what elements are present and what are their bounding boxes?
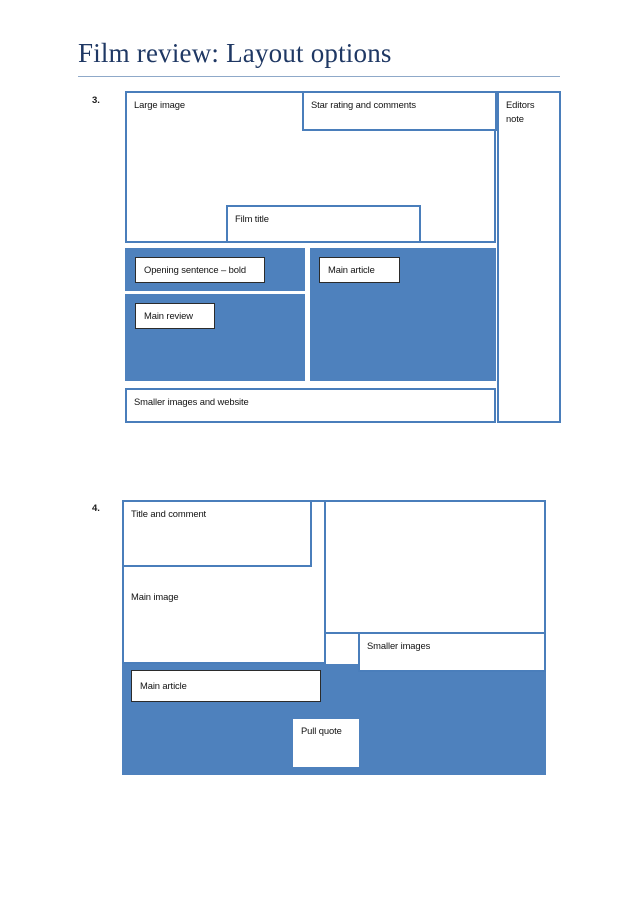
plate-main-article[interactable]: Main article [319,257,400,283]
plate-opening-sentence-bold-label: Opening sentence – bold [144,264,246,275]
plate-main-review-label: Main review [144,310,193,321]
layout-option-3: 3. Editors note Large image Star rating … [0,0,638,440]
box-opening-sentence-region[interactable]: Opening sentence – bold [125,248,305,291]
plate-main-article-label: Main article [328,264,375,275]
plate-main-article[interactable]: Main article [131,670,321,702]
layout-4-number: 4. [92,503,100,514]
plate-main-review[interactable]: Main review [135,303,215,329]
page-title: Film review: Layout options [78,38,392,68]
box-film-title-label: Film title [235,213,269,224]
layout-3-number: 3. [92,95,100,106]
box-smaller-images-and-website[interactable]: Smaller images and website [125,388,496,423]
box-star-rating-and-comments-label: Star rating and comments [311,99,416,110]
box-main-article-region[interactable]: Main article Pull quote [122,664,546,775]
box-star-rating-and-comments[interactable]: Star rating and comments [302,91,497,131]
box-title-and-comment-label: Title and comment [131,508,207,519]
box-main-image-label: Main image [131,591,179,602]
box-title-and-comment[interactable]: Title and comment [122,500,312,567]
box-film-title[interactable]: Film title [226,205,421,243]
box-editors-note[interactable]: Editors note [497,91,561,423]
box-editors-note-label: Editors note [506,99,535,124]
title-divider [78,76,560,77]
plate-opening-sentence-bold[interactable]: Opening sentence – bold [135,257,265,283]
box-smaller-images-label: Smaller images [367,640,431,651]
plate-main-article-label: Main article [140,680,187,691]
box-main-article-region[interactable]: Main article [310,248,496,381]
box-smaller-images-and-website-label: Smaller images and website [134,396,249,407]
box-large-image-label: Large image [134,99,186,110]
box-smaller-images[interactable]: Smaller images [358,632,546,672]
plate-pull-quote[interactable]: Pull quote [293,719,359,767]
box-upper-right-region [324,500,546,634]
plate-pull-quote-label: Pull quote [301,725,342,736]
box-main-review-region[interactable]: Main review [125,294,305,381]
